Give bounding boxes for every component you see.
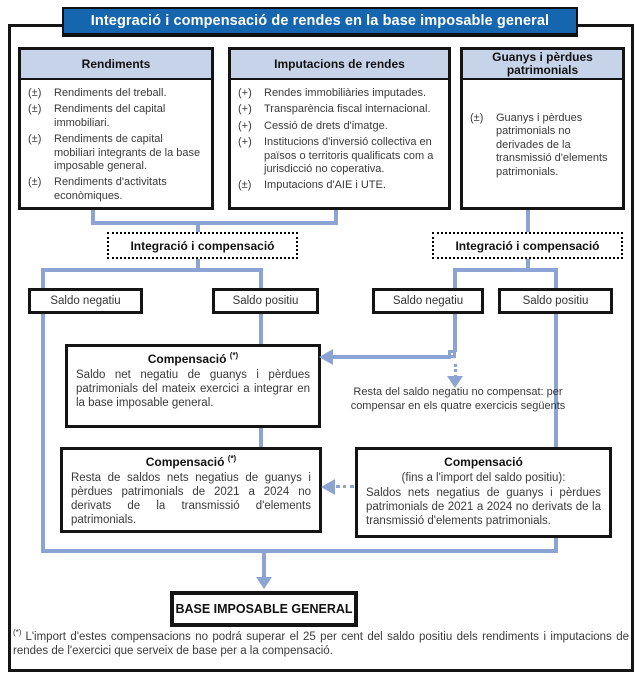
base-imposable-general-box: BASE IMPOSABLE GENERAL	[170, 591, 358, 627]
list-item: (±) Rendiments de capital mobiliari integ…	[28, 133, 207, 173]
imputacions-header: Imputacions de rendes	[231, 50, 448, 80]
connector-line	[41, 268, 263, 272]
connector-line	[453, 314, 457, 352]
list-item: (±) Guanys i pèrdues patrimonials no deri…	[470, 112, 618, 179]
resta-saldo-note: Resta del saldo negatiu no compensat: pe…	[350, 386, 566, 412]
list-item: (±) Rendiments del capital immobiliari.	[28, 103, 207, 130]
imputacions-box: Imputacions de rendes (+) Rendes immobili…	[228, 47, 451, 210]
list-item: (+) Cessió de drets d'imatge.	[238, 120, 444, 133]
item-sign: (±)	[470, 112, 484, 124]
connector-line	[453, 268, 558, 272]
compensacio-2-header: Compensació (*)	[145, 454, 237, 470]
footnote-mark: (*)	[229, 351, 239, 360]
item-sign: (+)	[238, 103, 252, 116]
rendiments-box: Rendiments (±) Rendiments del treball. (±…	[18, 47, 214, 210]
arrow-down-icon	[447, 376, 463, 388]
compensacio-1-header: Compensació (*)	[147, 351, 239, 367]
dotted-connector	[454, 364, 457, 378]
item-text: Cessió de drets d'imatge.	[264, 119, 388, 132]
list-item: (±) Imputacions d'AIE i UTE.	[238, 179, 444, 192]
imputacions-list: (+) Rendes immobiliàries imputades. (+) Tr…	[231, 80, 448, 193]
integration-box-left: Integració i compensació	[107, 232, 298, 259]
connector-line	[41, 268, 45, 288]
item-sign: (±)	[28, 103, 42, 116]
item-text: Transparència fiscal internacional.	[264, 103, 431, 116]
arrow-left-icon	[321, 479, 335, 495]
guanys-list: (±) Guanys i pèrdues patrimonials no deri…	[463, 80, 622, 179]
list-item: (±) Rendiments d'activitats econòmiques.	[28, 176, 207, 203]
compensacio-3-header: Compensació	[444, 455, 523, 469]
connector-line	[554, 314, 558, 447]
connector-line	[554, 538, 558, 553]
saldo-negatiu-left: Saldo negatiu	[28, 288, 143, 314]
item-sign: (+)	[238, 87, 252, 99]
integration-box-right: Integració i compensació	[432, 232, 623, 259]
compensacio-box-1: Compensació (*) Saldo net negatiu de gua…	[65, 344, 321, 428]
connector-line	[262, 549, 266, 579]
footnote-mark: (*)	[227, 454, 237, 463]
connector-line	[259, 268, 263, 288]
junction-square-node	[448, 350, 456, 358]
item-text: Rendiments d'activitats econòmiques.	[54, 176, 167, 202]
compensacio-3-subheader: (fins a l'import del saldo positiu):	[401, 471, 566, 484]
footnote-mark: (*)	[13, 628, 22, 638]
guanys-header: Guanys i pèrdues patrimonials	[463, 50, 622, 80]
item-sign: (±)	[28, 176, 42, 189]
item-text: Rendes immobiliàries imputades.	[264, 87, 427, 99]
compensacio-3-body: Saldos nets negatius de guanys i pèrdues…	[366, 486, 601, 527]
connector-line	[41, 549, 558, 553]
connector-line	[91, 209, 95, 225]
item-sign: (+)	[238, 119, 252, 132]
saldo-negatiu-right: Saldo negatiu	[372, 288, 484, 314]
item-sign: (±)	[28, 87, 42, 99]
compensacio-box-3: Compensació (fins a l'import del saldo p…	[355, 447, 612, 538]
connector-line	[526, 209, 530, 233]
item-text: Institucions d'inversió collectiva en pa…	[264, 136, 434, 176]
connector-line	[259, 428, 263, 447]
compensacio-2-body: Resta de saldos nets negatius de guanys …	[71, 471, 311, 526]
connector-line	[91, 221, 338, 225]
connector-line	[334, 209, 338, 225]
item-sign: (±)	[28, 133, 42, 146]
item-text: Guanys i pèrdues patrimonials no derivad…	[496, 112, 608, 178]
diagram-title: Integració i compensació de rendes en la…	[62, 7, 578, 37]
connector-line	[41, 314, 45, 553]
arrow-left-icon	[319, 349, 333, 365]
connector-line	[526, 259, 530, 272]
guanys-box: Guanys i pèrdues patrimonials (±) Guanys …	[460, 47, 625, 210]
list-item: (±) Rendiments del treball.	[28, 87, 207, 100]
list-item: (+) Rendes immobiliàries imputades.	[238, 87, 444, 100]
connector-line	[196, 221, 200, 233]
item-text: Imputacions d'AIE i UTE.	[264, 179, 386, 192]
item-text: Rendiments del treball.	[54, 87, 167, 99]
rendiments-header: Rendiments	[21, 50, 211, 80]
connector-line	[333, 355, 451, 359]
list-item: (+) Institucions d'inversió collectiva en…	[238, 136, 444, 176]
connector-line	[453, 268, 457, 288]
rendiments-list: (±) Rendiments del treball. (±) Rendiments…	[21, 80, 211, 203]
item-sign: (+)	[238, 136, 252, 149]
dotted-connector	[336, 485, 354, 488]
saldo-positiu-left: Saldo positiu	[212, 288, 319, 314]
item-text: Rendiments del capital immobiliari.	[54, 103, 166, 129]
compensacio-1-body: Saldo net negatiu de guanys i pèrdues pa…	[76, 368, 310, 409]
footnote: (*)L'import d'estes compensacions no pod…	[13, 628, 629, 658]
connector-line	[259, 314, 263, 344]
arrow-down-icon	[256, 577, 272, 589]
footnote-text: L'import d'estes compensacions no podrá …	[13, 631, 629, 658]
list-item: (+) Transparència fiscal internacional.	[238, 103, 444, 116]
item-text: Rendiments de capital mobiliari integran…	[54, 133, 201, 173]
compensacio-box-2: Compensació (*) Resta de saldos nets neg…	[60, 447, 322, 533]
connector-line	[196, 259, 200, 272]
saldo-positiu-right: Saldo positiu	[498, 288, 613, 314]
item-sign: (±)	[238, 179, 252, 192]
connector-line	[554, 268, 558, 288]
